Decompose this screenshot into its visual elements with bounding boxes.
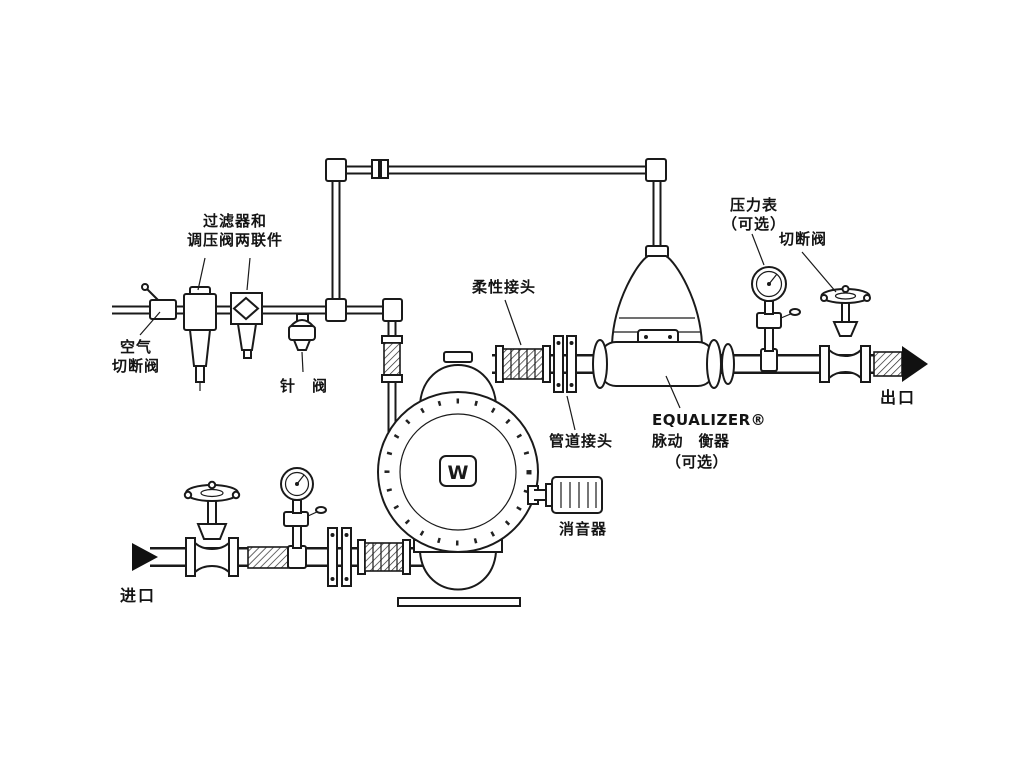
pump-bottom-chamber <box>418 551 498 591</box>
label-filter-regulator: 过滤器和 调压阀两联件 <box>186 212 283 249</box>
flexible-joint <box>495 345 551 383</box>
inlet-shutoff-valve <box>183 480 241 577</box>
elbow-fitting <box>382 298 403 322</box>
air-hose-section <box>383 342 401 376</box>
hose-ring <box>381 374 403 383</box>
label-equalizer: EQUALIZER® 脉动 衡器 （可选） <box>652 411 767 471</box>
leader-lines <box>139 233 837 431</box>
label-needle-valve: 针 阀 <box>279 377 328 395</box>
inlet-flexible-joint <box>357 539 411 575</box>
elbow-fitting <box>645 158 667 182</box>
label-pressure-gauge: 压力表 （可选） <box>721 196 786 233</box>
inlet-flow-arrow <box>132 543 158 571</box>
muffler <box>534 476 603 514</box>
air-filter-unit <box>183 286 217 391</box>
equalizer-dome <box>610 255 704 345</box>
pump: W <box>377 351 539 607</box>
equalizer-pulsation-dampener <box>592 245 735 389</box>
label-shutoff-valve: 切断阀 <box>778 230 827 248</box>
label-muffler: 消音器 <box>558 520 607 538</box>
label-flexible-joint: 柔性接头 <box>471 278 536 296</box>
inlet-hose-section <box>247 546 289 569</box>
label-pipe-joint: 管道接头 <box>548 432 613 450</box>
pipe-joint-flange <box>553 335 577 393</box>
needle-valve <box>287 313 317 351</box>
pump-logo: W <box>448 462 469 484</box>
inlet-pressure-gauge <box>280 467 327 569</box>
pump-logo-plate <box>439 455 477 487</box>
air-regulator-unit <box>230 292 263 359</box>
pump-bolt-ring <box>384 398 532 546</box>
pressure-gauge-assembly <box>751 266 801 372</box>
pipe-union <box>371 159 380 179</box>
inlet-flange <box>327 527 352 587</box>
pump-base <box>397 597 521 607</box>
pipe-union <box>380 159 389 179</box>
label-air-shutoff-valve: 空气 切断阀 <box>111 338 160 375</box>
tee-fitting <box>325 298 347 322</box>
outlet-end <box>873 346 928 382</box>
elbow-fitting <box>325 158 347 182</box>
equalizer-body <box>599 341 715 387</box>
outlet-flow-arrow <box>902 346 928 382</box>
hose-ring <box>381 335 403 344</box>
outlet-shutoff-valve <box>819 285 871 383</box>
label-inlet: 进口 <box>119 586 156 605</box>
air-shutoff-valve <box>141 283 177 320</box>
label-outlet: 出口 <box>879 388 916 407</box>
